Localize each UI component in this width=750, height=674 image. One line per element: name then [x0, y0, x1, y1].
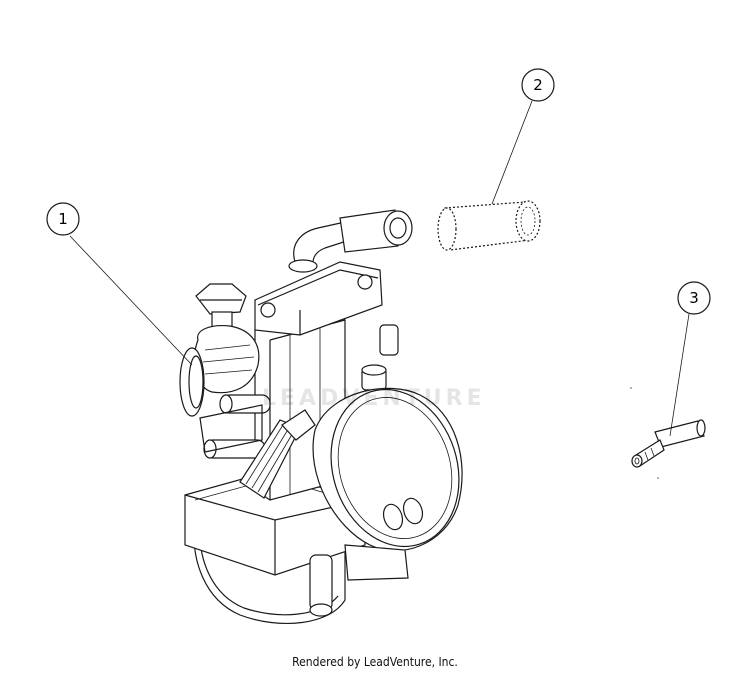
leader-line-3: [669, 313, 690, 437]
render-credit: Rendered by LeadVenture, Inc.: [292, 655, 458, 669]
watermark-text: LEADVENTURE: [262, 386, 486, 411]
speck-mark: [657, 477, 659, 479]
callout-3-label: 3: [689, 289, 699, 307]
carburetor-drawing[interactable]: [179, 209, 479, 624]
callout-2[interactable]: 2: [521, 68, 555, 102]
speck-mark: [630, 387, 632, 389]
callout-2-label: 2: [533, 76, 543, 94]
leader-line-2: [491, 100, 533, 205]
callout-1-label: 1: [58, 210, 68, 228]
callout-3[interactable]: 3: [677, 281, 711, 315]
sleeve-drawing[interactable]: [437, 200, 541, 251]
jet-drawing[interactable]: [631, 419, 706, 468]
callout-1[interactable]: 1: [46, 202, 80, 236]
leader-line-1: [69, 235, 193, 366]
